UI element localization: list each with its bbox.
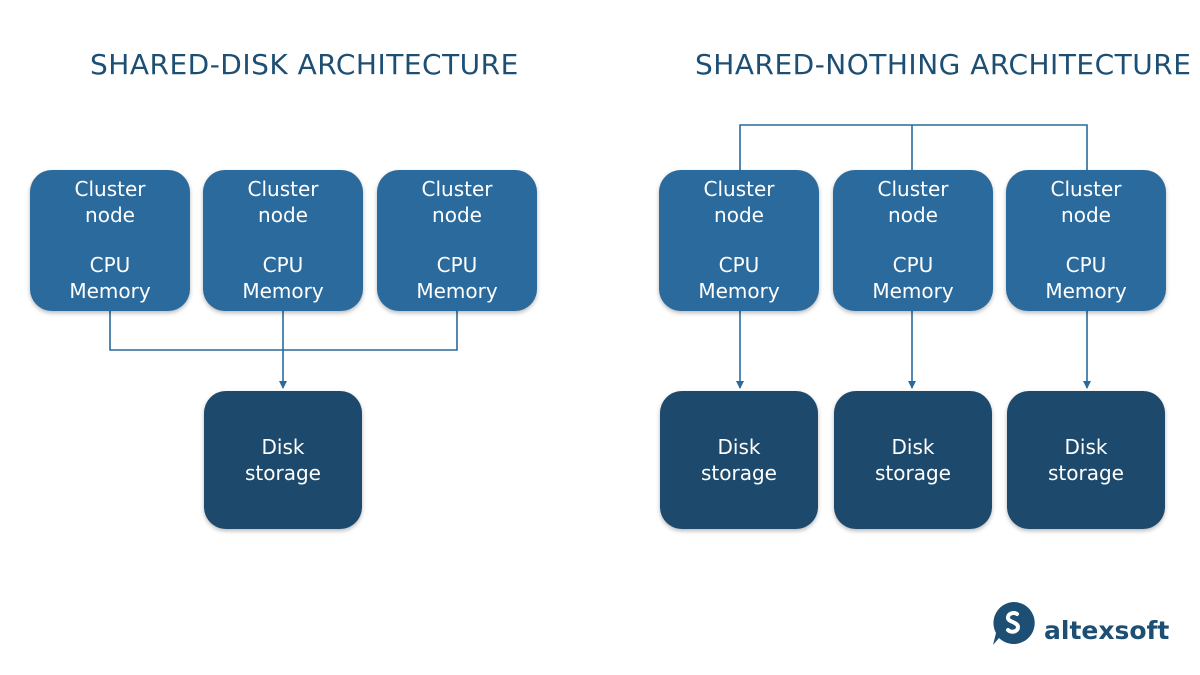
node-cpu-label: CPU: [89, 253, 131, 277]
cluster-node: Cluster node CPU Memory: [659, 170, 819, 311]
cluster-node: Cluster node CPU Memory: [377, 170, 537, 311]
disk-storage: Disk storage: [660, 391, 818, 529]
disk-label-line2: storage: [701, 461, 777, 485]
node-cpu-label: CPU: [436, 253, 478, 277]
node-memory-label: Memory: [872, 279, 954, 303]
interconnect-bus: [739, 124, 1088, 171]
shared-nothing-connectors: [736, 124, 1091, 389]
node-label-line1: Cluster: [74, 177, 146, 201]
node-cpu-label: CPU: [892, 253, 934, 277]
disk-label-line1: Disk: [717, 435, 761, 459]
node-label-line1: Cluster: [877, 177, 949, 201]
node-label-line1: Cluster: [247, 177, 319, 201]
node-label-line2: node: [714, 203, 764, 227]
cluster-node: Cluster node CPU Memory: [203, 170, 363, 311]
node-cpu-label: CPU: [718, 253, 760, 277]
disk-label-line2: storage: [245, 461, 321, 485]
cluster-node: Cluster node CPU Memory: [833, 170, 993, 311]
node-label-line1: Cluster: [421, 177, 493, 201]
disk-storage: Disk storage: [834, 391, 992, 529]
node-label-line1: Cluster: [1050, 177, 1122, 201]
cluster-node: Cluster node CPU Memory: [30, 170, 190, 311]
shared-nothing-title: SHARED-NOTHING ARCHITECTURE: [695, 48, 1192, 81]
cluster-node: Cluster node CPU Memory: [1006, 170, 1166, 311]
node-memory-label: Memory: [69, 279, 151, 303]
altexsoft-logo-icon: [993, 601, 1035, 645]
disk-label-line1: Disk: [1064, 435, 1108, 459]
node-label-line2: node: [258, 203, 308, 227]
disk-label-line2: storage: [1048, 461, 1124, 485]
disk-label-line1: Disk: [891, 435, 935, 459]
node-label-line2: node: [1061, 203, 1111, 227]
shared-disk-connectors: [109, 311, 458, 389]
node-label-line2: node: [85, 203, 135, 227]
node-label-line1: Cluster: [703, 177, 775, 201]
disk-label-line1: Disk: [261, 435, 305, 459]
shared-disk-title: SHARED-DISK ARCHITECTURE: [90, 48, 519, 81]
node-memory-label: Memory: [242, 279, 324, 303]
disk-label-line2: storage: [875, 461, 951, 485]
node-memory-label: Memory: [416, 279, 498, 303]
node-memory-label: Memory: [1045, 279, 1127, 303]
altexsoft-logo-text: altexsoft: [1044, 615, 1170, 645]
node-label-line2: node: [432, 203, 482, 227]
node-cpu-label: CPU: [262, 253, 304, 277]
shared-disk-storage: Disk storage: [204, 391, 362, 529]
node-cpu-label: CPU: [1065, 253, 1107, 277]
node-label-line2: node: [888, 203, 938, 227]
node-memory-label: Memory: [698, 279, 780, 303]
disk-storage: Disk storage: [1007, 391, 1165, 529]
altexsoft-logo: altexsoft: [990, 600, 1169, 646]
